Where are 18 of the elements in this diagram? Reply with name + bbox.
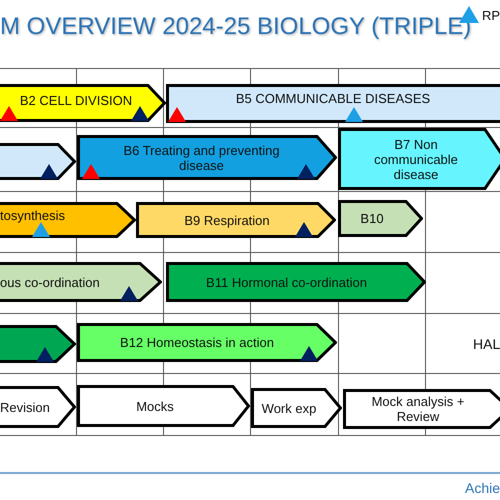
page-title: M OVERVIEW 2024-25 BIOLOGY (TRIPLE): [0, 12, 472, 42]
topic-label: B6 Treating and preventing disease: [122, 142, 281, 172]
activity-label: Work exp: [262, 400, 316, 416]
activity-label: Revision: [0, 400, 50, 414]
topic-label: B5 COMMUNICABLE DISEASES: [236, 91, 430, 106]
topic-label: B2 CELL DIVISION: [20, 92, 132, 108]
topic-label: B7 Non communicable disease: [373, 136, 459, 182]
legend-label: RP: [482, 8, 500, 23]
topic-label: B10: [360, 211, 384, 226]
activity-label: Mocks: [136, 398, 174, 414]
topic-label: B12 Homeostasis in action: [120, 335, 274, 350]
activity-label: Mock analysis + Review: [370, 394, 466, 424]
footer-text: Achie: [465, 480, 500, 496]
topic-label: tosynthesis: [0, 208, 66, 222]
topic-label: B9 Respiration: [184, 212, 270, 228]
topic-label: B11 Hormonal co-ordination: [206, 274, 367, 290]
note-text: HAL: [473, 336, 500, 352]
topic-label: ous co-ordination: [0, 274, 100, 290]
